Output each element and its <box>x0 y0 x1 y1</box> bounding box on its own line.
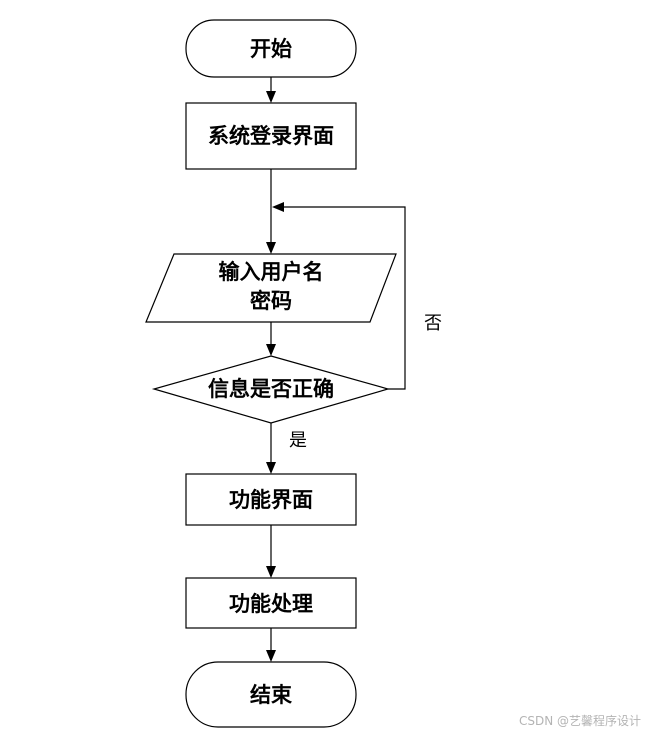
branch-no-label: 否 <box>424 313 442 334</box>
login-page-box <box>185 102 357 170</box>
arrowhead-decision-yes <box>266 462 276 474</box>
input-parallelogram <box>145 253 397 323</box>
login-page-label: 系统登录界面 <box>208 123 334 148</box>
end-terminal <box>185 661 357 728</box>
input-label-line2: 密码 <box>250 288 292 313</box>
function-process-label: 功能处理 <box>229 591 313 616</box>
arrowhead-input-decision <box>266 344 276 356</box>
input-label-line1: 输入用户名 <box>219 259 324 284</box>
function-process-box <box>185 577 357 629</box>
arrowhead-page-process <box>266 566 276 578</box>
function-page-label: 功能界面 <box>229 487 313 512</box>
connector-decision-no-loop <box>284 206 406 390</box>
branch-yes-label: 是 <box>289 430 307 451</box>
arrowhead-no-loop <box>272 202 284 212</box>
arrowhead-process-end <box>266 650 276 662</box>
decision-label: 信息是否正确 <box>208 376 334 401</box>
arrowhead-login-input <box>266 242 276 254</box>
end-label: 结束 <box>250 682 293 707</box>
arrowhead-start-login <box>266 91 276 103</box>
watermark: CSDN @艺馨程序设计 <box>518 714 641 728</box>
start-label: 开始 <box>250 36 292 61</box>
function-page-box <box>185 473 357 526</box>
